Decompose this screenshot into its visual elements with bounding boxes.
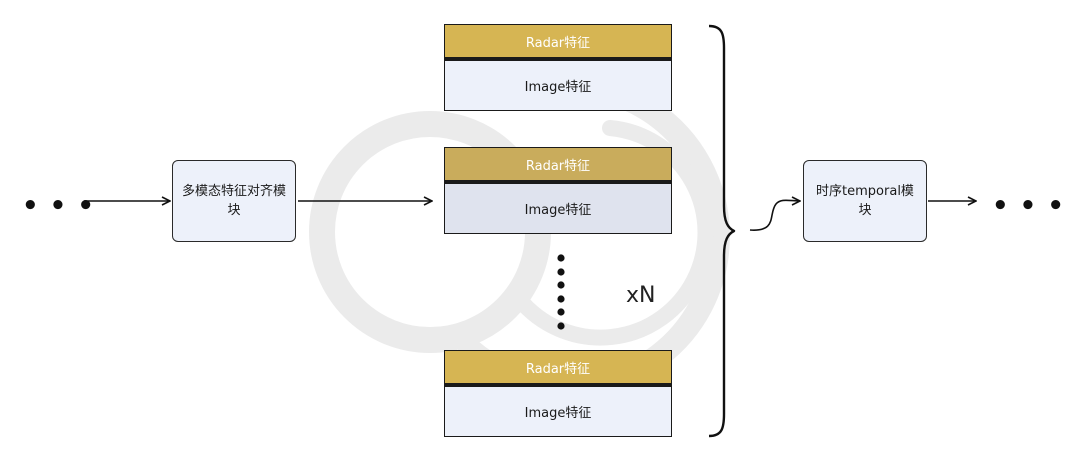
radar-feature-label: Radar特征 <box>445 148 671 184</box>
image-feature-label: Image特征 <box>524 79 592 95</box>
radar-feature-label: Radar特征 <box>445 351 671 387</box>
watermark-logo <box>309 76 730 399</box>
vertical-ellipsis <box>557 254 565 330</box>
temporal-module-label: 时序temporal模块 <box>816 184 914 218</box>
arrow-brace-to-temporal <box>749 200 800 231</box>
align-module-box[interactable]: 多模态特征对齐模块 <box>172 160 296 242</box>
feature-stack-3[interactable]: Radar特征 Image特征 <box>444 350 672 437</box>
feature-stack-2[interactable]: Radar特征 Image特征 <box>444 147 672 234</box>
feature-stack-1[interactable]: Radar特征 Image特征 <box>444 24 672 111</box>
repeat-count-label: xN <box>626 283 656 308</box>
input-ellipsis: • • • <box>22 191 95 221</box>
curly-brace <box>708 24 736 438</box>
radar-feature-label: Radar特征 <box>445 25 671 61</box>
temporal-module-box[interactable]: 时序temporal模块 <box>803 160 927 242</box>
output-ellipsis: • • • <box>992 191 1065 221</box>
image-feature-label: Image特征 <box>524 405 592 421</box>
image-feature-label: Image特征 <box>524 202 592 218</box>
align-module-label: 多模态特征对齐模块 <box>181 184 286 218</box>
